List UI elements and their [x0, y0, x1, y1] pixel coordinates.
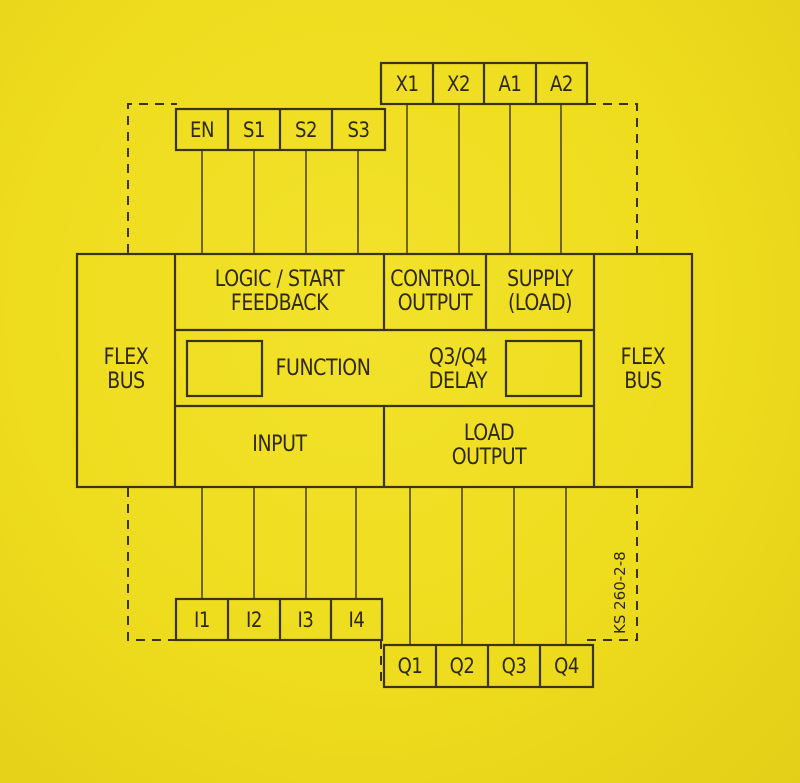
flex-bus-right-label: FLEX BUS: [620, 345, 666, 394]
terminal-q4-label: Q4: [554, 654, 579, 678]
terminal-x1-label: X1: [395, 71, 419, 96]
terminal-en-label: EN: [189, 117, 215, 142]
terminal-a2-label: A2: [549, 71, 573, 96]
terminal-i1-label: I1: [194, 607, 210, 632]
function-selector-window: [185, 339, 264, 398]
terminal-x2-label: X2: [446, 71, 471, 96]
input-label: INPUT: [252, 432, 307, 457]
logic-start-feedback-label: LOGIC / START FEEDBACK: [214, 267, 345, 316]
terminal-q2-label: Q2: [449, 654, 475, 678]
terminal-q1-label: Q1: [397, 654, 423, 678]
module-body: [75, 252, 694, 489]
terminal-a1-label: A1: [498, 71, 522, 96]
terminal-i2-label: I2: [246, 607, 262, 632]
q3q4-delay-label: Q3/Q4 DELAY: [428, 345, 488, 394]
flex-bus-left-label: FLEX BUS: [103, 345, 149, 394]
delay-selector-window: [504, 339, 583, 398]
terminal-s3-label: S3: [347, 117, 370, 142]
terminal-s2-label: S2: [294, 117, 318, 142]
function-label: FUNCTION: [275, 356, 371, 381]
terminal-q3-label: Q3: [501, 654, 527, 678]
model-code: KS 260-2-8: [611, 551, 629, 634]
terminal-strips: [174, 61, 595, 689]
terminal-s1-label: S1: [242, 117, 266, 142]
wires: [201, 104, 567, 645]
terminal-i4-label: I4: [348, 607, 365, 632]
load-output-label: LOAD OUTPUT: [451, 421, 527, 470]
supply-load-label: SUPPLY (LOAD): [507, 267, 573, 316]
control-output-label: CONTROL OUTPUT: [390, 267, 480, 316]
terminal-i3-label: I3: [297, 607, 314, 632]
